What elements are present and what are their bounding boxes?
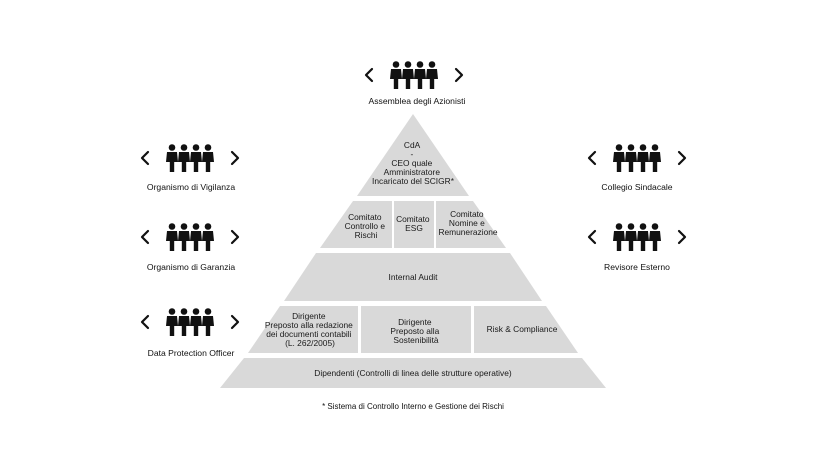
vigilanza-label: Organismo di Vigilanza	[147, 182, 235, 192]
chevron-right-icon	[677, 150, 687, 166]
group-revisore	[587, 223, 687, 251]
chevron-right-icon	[454, 67, 464, 83]
chevron-right-icon	[230, 314, 240, 330]
people-icon	[390, 61, 438, 89]
tier-dirigente-contabili	[248, 306, 358, 353]
tier-internal-audit	[284, 253, 542, 301]
chevron-right-icon	[230, 229, 240, 245]
internal-audit-label: Internal Audit	[389, 272, 439, 282]
group-dpo	[140, 308, 240, 336]
footnote: * Sistema di Controllo Interno e Gestion…	[322, 402, 504, 411]
assemblea-label: Assemblea degli Azionisti	[369, 96, 466, 106]
tier-comitato-esg	[394, 201, 434, 248]
chevron-left-icon	[140, 150, 150, 166]
group-vigilanza	[140, 144, 240, 172]
group-assemblea	[364, 61, 464, 89]
people-icon	[613, 223, 661, 251]
chevron-left-icon	[140, 314, 150, 330]
comitato-rischi-label: Comitato Controllo e Rischi	[345, 212, 388, 240]
chevron-right-icon	[230, 150, 240, 166]
garanzia-label: Organismo di Garanzia	[147, 262, 236, 272]
chevron-left-icon	[587, 150, 597, 166]
people-icon	[613, 144, 661, 172]
chevron-left-icon	[587, 229, 597, 245]
tier-dipendenti	[220, 358, 606, 388]
people-icon	[166, 223, 214, 251]
risk-compliance-label: Risk & Compliance	[487, 324, 558, 334]
comitato-nomine-label: Comitato Nomine e Remunerazione	[438, 209, 497, 237]
dirigente-contabili-label: Dirigente Preposto alla redazione dei do…	[265, 311, 355, 348]
tier-comitato-nomine	[436, 201, 506, 248]
people-icon	[166, 144, 214, 172]
group-sindacale	[587, 144, 687, 172]
sindacale-label: Collegio Sindacale	[601, 182, 672, 192]
dpo-label: Data Protection Officer	[148, 348, 235, 358]
revisore-label: Revisore Esterno	[604, 262, 670, 272]
tier-comitato-rischi	[320, 201, 392, 248]
dipendenti-label: Dipendenti (Controlli di linea delle str…	[314, 368, 512, 378]
comitato-esg-label: Comitato ESG	[396, 214, 432, 233]
people-icon	[166, 308, 214, 336]
dirigente-sostenibilita-label: Dirigente Preposto alla Sostenibilità	[390, 317, 441, 345]
group-garanzia	[140, 223, 240, 251]
pyramid	[220, 114, 606, 388]
tier-risk-compliance	[474, 306, 578, 353]
chevron-left-icon	[140, 229, 150, 245]
chevron-right-icon	[677, 229, 687, 245]
tier-dirigente-sostenibilita	[361, 306, 471, 353]
chevron-left-icon	[364, 67, 374, 83]
tier-cda	[357, 114, 469, 196]
cda-label: CdA - CEO quale Amministratore Incaricat…	[372, 140, 455, 186]
